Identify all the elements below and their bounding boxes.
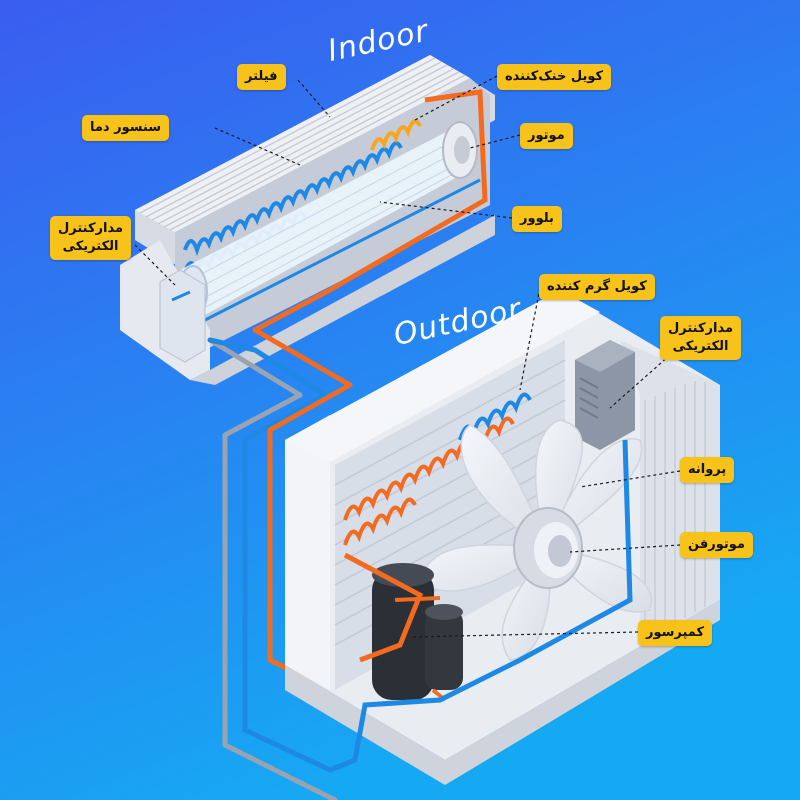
leader-heating-coil [519,287,541,391]
indoor-bottom-face [190,215,495,385]
fan-motor [513,507,583,589]
leader-filter [297,79,331,118]
leader-lines [134,75,681,638]
label-outdoor-control-line1: مدارکنترل [668,321,734,336]
label-compressor: کمپرسور [638,620,713,646]
label-indoor-motor: موتور [520,123,573,149]
indoor-unit [120,55,495,385]
label-outdoor-control-line2: الکتریکی [672,339,729,354]
label-fan: پروانه [680,457,735,483]
indoor-top-grille [135,55,470,232]
indoor-motor [442,121,478,179]
outdoor-control-box [575,340,635,450]
outdoor-blue-pipe [352,439,633,761]
outdoor-left-frame [285,415,330,690]
label-indoor-control: مدارکنترل الکتریکی [50,216,132,260]
indoor-grille-slats [139,57,466,231]
gray-pipe [207,337,338,800]
leader-compressor [409,631,639,638]
label-fan-motor: موتورفن [680,532,753,558]
label-indoor-control-line1: مدارکنترل [58,221,124,236]
label-cooling-coil: کویل خنک‌کننده [497,64,612,90]
label-outdoor-control: مدارکنترل الکتریکی [660,316,742,360]
label-heating-coil: کویل گرم کننده [539,274,655,300]
blue-pipe-outer [207,337,358,773]
outdoor-top-frame [285,290,600,462]
cooling-coil-warm-section [370,119,422,151]
leader-blower [379,201,513,219]
outdoor-right-grille-slats [644,381,706,640]
indoor-orange-pipe [253,89,488,333]
leader-outdoor-control [609,354,671,409]
indoor-control-box [159,269,206,363]
label-blower: بلوور [512,206,562,232]
outdoor-orange-pipe [343,552,424,663]
outdoor-base [285,600,720,785]
leader-fan-motor [569,544,681,553]
label-temp-sensor: سنسور دما [82,115,170,141]
leader-indoor-motor [469,134,521,149]
leader-fan [579,470,681,488]
indoor-blue-line [204,178,481,322]
label-filter: فیلتر [237,64,286,90]
indoor-airflow-arrow [171,290,191,302]
label-indoor-control-line2: الکتریکی [62,239,119,254]
